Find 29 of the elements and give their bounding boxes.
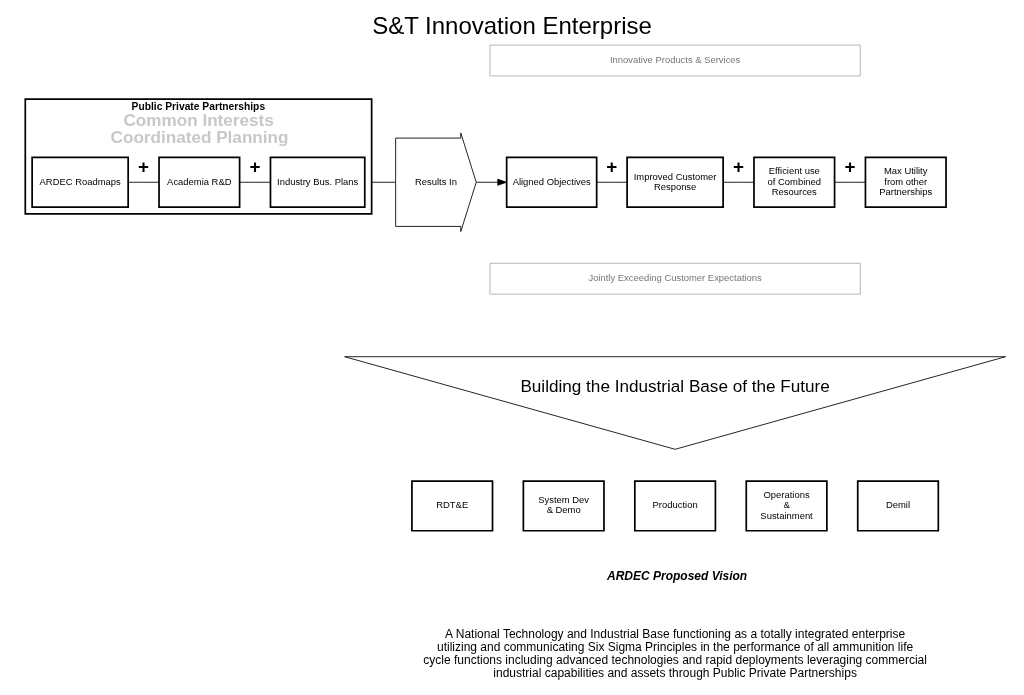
node-box: Jointly Exceeding Customer Expectations [489, 262, 861, 295]
arrow [475, 178, 507, 186]
node-box: Aligned Objectives [505, 156, 598, 208]
edge-label: + [606, 156, 618, 178]
node-box: Academia R&D [158, 156, 241, 208]
diagram-title: S&T Innovation Enterprise [372, 12, 652, 40]
node-box: System Dev & Demo [522, 480, 605, 532]
connector [239, 181, 271, 183]
edge-label: + [732, 156, 744, 178]
edge-label: + [844, 156, 856, 178]
connector [371, 181, 396, 183]
node-box: Improved Customer Response [626, 156, 724, 208]
label: A National Technology and Industrial Base functioning as a totally integrated enterprise utilizing and communicating Six Sigma Principles in the performance of all ammunition life cycle functions including advanced technologies and rapid deployments leveraging commercial industrial capabilities and assets through Public Private Partnerships [423, 627, 927, 680]
node-box: Demil [856, 480, 940, 532]
node-box: Operations & Sustainment [745, 480, 828, 532]
edge-label: + [249, 156, 261, 178]
label: ARDEC Proposed Vision [606, 569, 748, 584]
connector [127, 181, 160, 183]
node-box: ARDEC Roadmaps [31, 156, 129, 208]
connector [596, 181, 628, 183]
node-box: Production [633, 480, 717, 532]
node-box: RDT&E [411, 480, 494, 532]
connector [722, 181, 755, 183]
node-box: Industry Bus. Plans [269, 156, 366, 208]
node-box: Innovative Products & Services [489, 44, 861, 77]
connector [834, 181, 866, 183]
edge-label: + [138, 156, 150, 178]
node-box: Efficient use of Combined Resources [753, 156, 836, 208]
node-box: Max Utility from other Partnerships [864, 156, 947, 208]
